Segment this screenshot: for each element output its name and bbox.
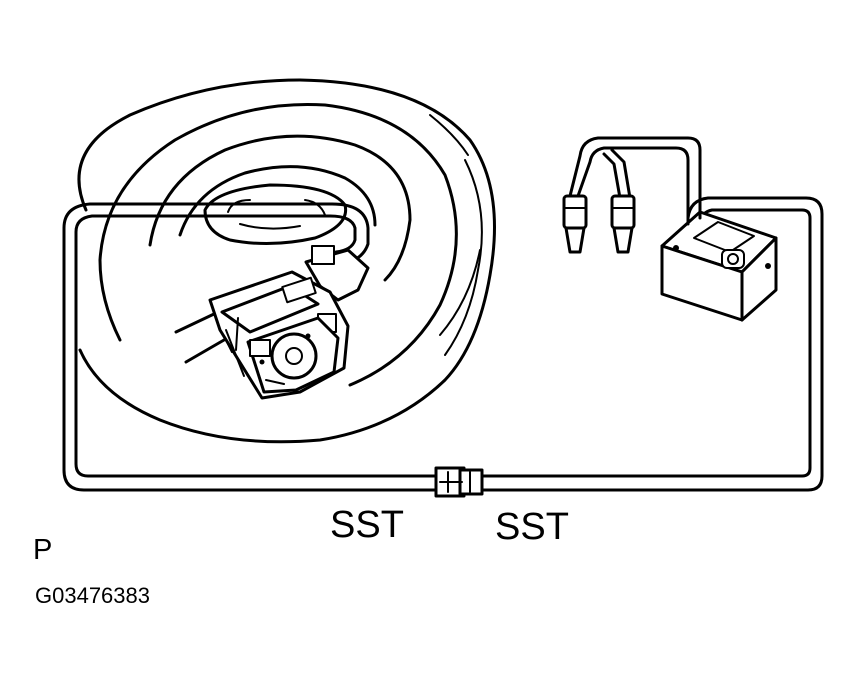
lead-clip-left bbox=[562, 194, 588, 254]
harness-connector bbox=[434, 466, 484, 498]
sst-label-left: SST bbox=[330, 504, 404, 546]
sst-label-right: SST bbox=[495, 506, 569, 548]
actuator-assembly bbox=[174, 245, 370, 400]
tester-leads bbox=[568, 136, 702, 226]
spare-tire bbox=[77, 78, 496, 444]
tester-box bbox=[660, 210, 778, 322]
view-letter: P bbox=[33, 534, 53, 566]
figure-code: G03476383 bbox=[35, 583, 150, 608]
lead-clip-right bbox=[610, 194, 636, 254]
